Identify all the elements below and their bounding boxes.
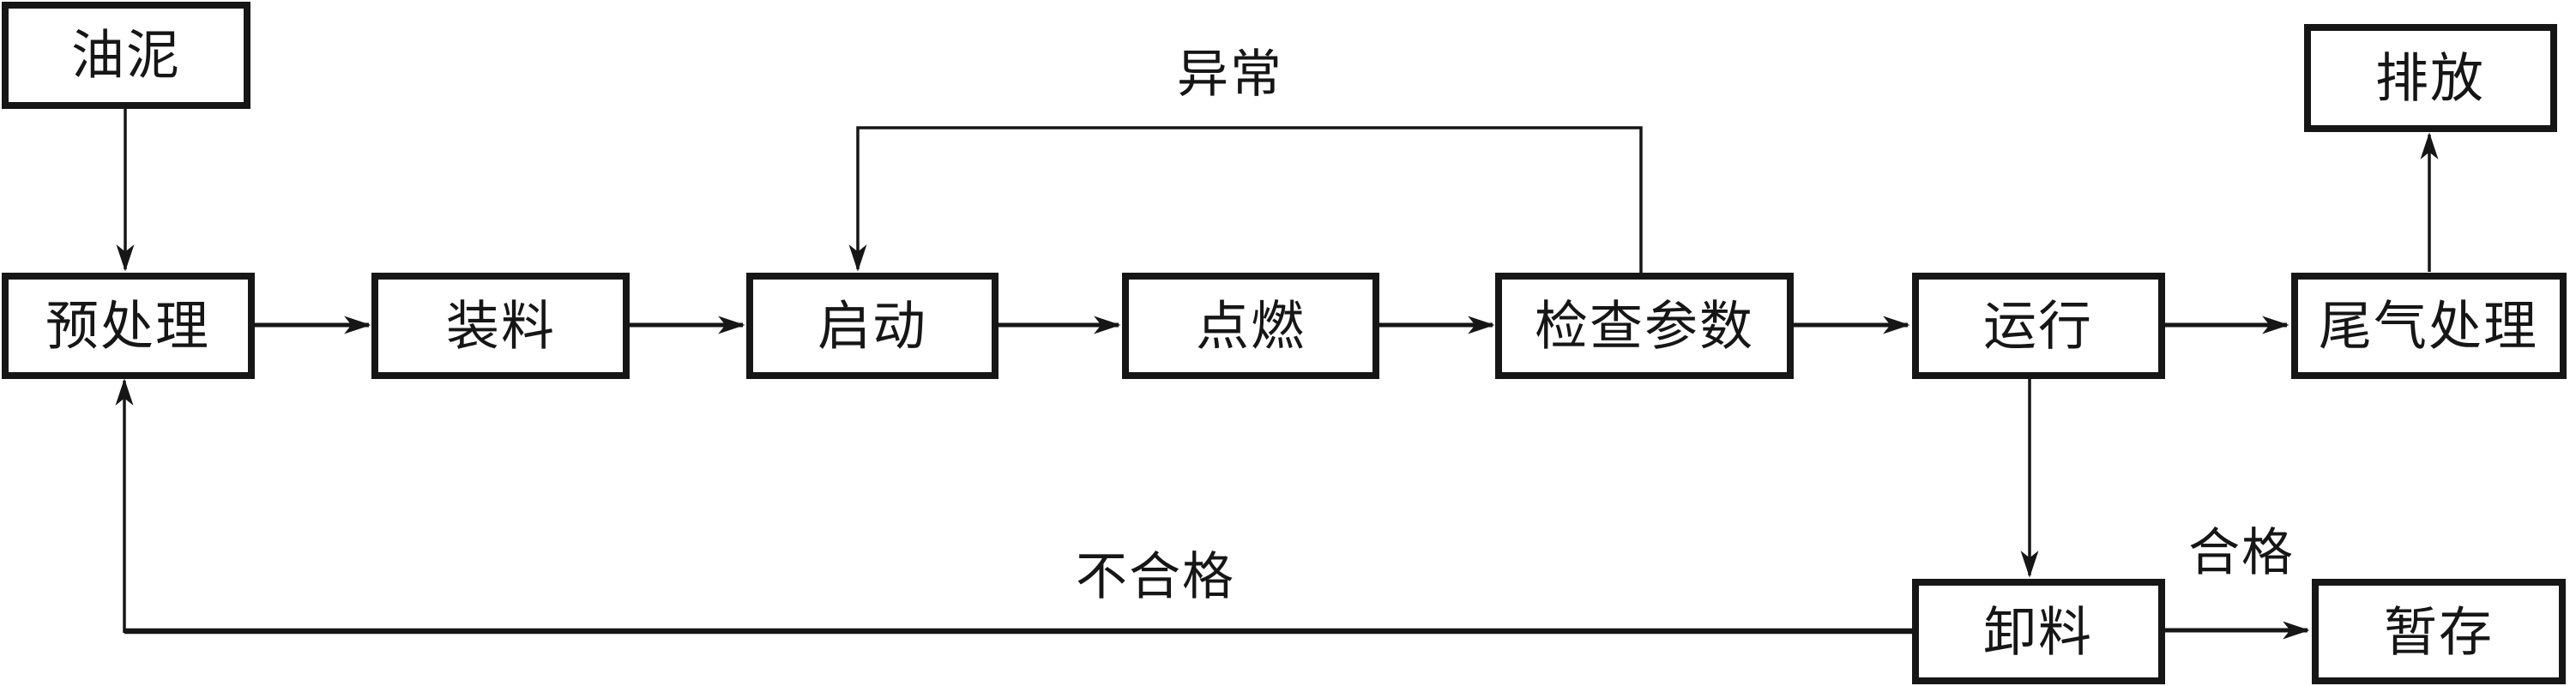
node-oil-sludge-label: 油泥 [71,24,181,87]
node-startup-box [746,273,998,379]
edge-label-unqualified: 不合格 [1076,547,1235,607]
node-operation: 运行 [1912,273,2165,379]
edge-label-qualified: 合格 [2188,523,2295,583]
node-operation-label: 运行 [1983,295,2093,358]
node-pretreatment: 预处理 [2,273,255,379]
node-discharge-box [2304,24,2557,132]
node-loading-label: 装料 [446,295,556,358]
node-pretreatment-label: 预处理 [45,295,210,358]
node-ignition: 点燃 [1122,273,1379,379]
node-unloading-box [1912,579,2165,684]
node-check-parameters-label: 检查参数 [1535,295,1754,358]
node-check-parameters: 检查参数 [1495,273,1794,379]
node-pretreatment-box [2,273,255,379]
edge-label-abnormal: 异常 [1177,45,1283,105]
node-tail-gas-treatment-label: 尾气处理 [2319,295,2538,358]
edge-check-parameters-to-startup-abnormal [848,126,1643,273]
node-operation-box [1912,273,2165,379]
node-ignition-label: 点燃 [1196,295,1306,358]
node-loading: 装料 [371,273,630,379]
node-ignition-box [1122,273,1379,379]
node-unloading-label: 卸料 [1983,601,2093,664]
node-check-parameters-box [1495,273,1794,379]
node-discharge: 排放 [2304,24,2557,132]
node-temporary-storage: 暂存 [2312,579,2566,684]
node-unloading: 卸料 [1912,579,2165,684]
node-tail-gas-treatment-box [2291,273,2567,379]
node-oil-sludge: 油泥 [2,2,250,109]
node-startup-label: 启动 [817,295,927,358]
node-temporary-storage-label: 暂存 [2384,601,2494,664]
node-temporary-storage-box [2312,579,2566,684]
node-discharge-label: 排放 [2375,47,2485,110]
node-oil-sludge-box [2,2,250,109]
node-loading-box [371,273,630,379]
node-startup: 启动 [746,273,998,379]
node-tail-gas-treatment: 尾气处理 [2291,273,2567,379]
